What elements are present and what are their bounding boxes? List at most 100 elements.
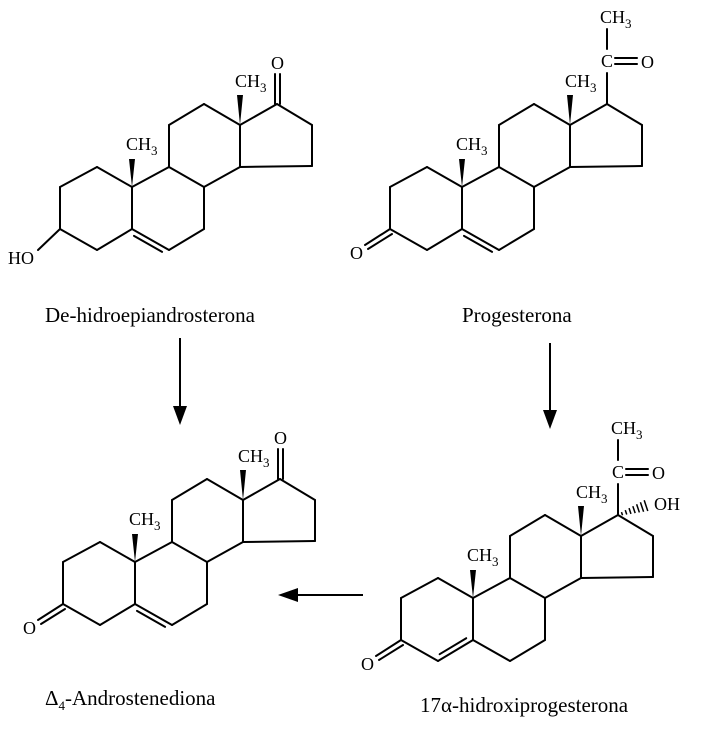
bond-c14-c8	[206, 541, 244, 563]
wedge-bond-c19	[470, 570, 476, 598]
keto-c17-label: O	[274, 428, 287, 448]
keto-c3-label: O	[350, 243, 363, 263]
bond-c6-c5	[461, 228, 500, 251]
bond-c10-c9	[134, 541, 173, 563]
wedge-bond-c18	[237, 95, 243, 125]
bond-c3-o-double	[367, 233, 393, 250]
methyl-c18-label: CH3	[576, 482, 608, 506]
methyl-c19-label: CH3	[126, 134, 158, 158]
subscript-3: 3	[625, 16, 632, 31]
carbon-c20-label: C	[601, 51, 613, 71]
wedge-bond-c18	[578, 506, 584, 536]
bond-c14-c8	[533, 166, 571, 188]
bond-c1-c2	[389, 166, 428, 188]
bond-c13-c17	[580, 514, 619, 537]
keto-c3-label: O	[361, 654, 374, 674]
bond-c3-c4	[59, 228, 98, 251]
subscript-3: 3	[492, 554, 499, 569]
bond-c10-c1	[99, 541, 136, 563]
methyl-c21-label: CH3	[600, 7, 632, 31]
bond-c11-c12	[509, 514, 546, 537]
hash-line	[643, 500, 649, 512]
subscript-3: 3	[154, 518, 161, 533]
keto-c20-label: O	[652, 463, 665, 483]
subscript-3: 3	[481, 143, 488, 158]
label-progesterone: Progesterona	[462, 303, 572, 327]
bond-c11-c12	[498, 103, 535, 126]
bond-c13-c17	[239, 103, 278, 126]
carbon-c20-label: C	[612, 462, 624, 482]
bond-c3-o	[375, 639, 402, 657]
hash-line	[639, 502, 645, 512]
arrow-dhea-to-androstenedione	[173, 338, 187, 425]
bond-c4-c5	[99, 603, 136, 626]
bond-c1-c2	[400, 577, 439, 599]
bond-c15-c14	[580, 576, 654, 579]
methyl-c18-label: CH3	[235, 71, 267, 95]
bond-c17-c16	[617, 514, 654, 537]
bond-c9-c8	[171, 541, 208, 563]
bond-c10-c1	[437, 577, 474, 599]
subscript-3: 3	[260, 80, 267, 95]
bond-c4-c5	[426, 228, 463, 251]
arrowhead-down-icon	[543, 410, 557, 429]
bond-c7-c6	[168, 228, 205, 251]
bond-c7-c6	[498, 228, 535, 251]
hash-line	[620, 511, 624, 516]
bond-c17-c16	[276, 103, 313, 126]
label-hydroxyprogesterone: 17α-hidroxiprogesterona	[420, 693, 629, 717]
bond-c10-c9	[461, 166, 500, 188]
hash-line	[635, 503, 641, 513]
bond-c3-o	[364, 228, 391, 246]
subscript-3: 3	[590, 80, 597, 95]
arrow-hydroxyprogesterone-to-androstenedione	[278, 588, 363, 602]
wedge-bond-c19	[459, 159, 465, 187]
methyl-c19-label: CH3	[467, 545, 499, 569]
bond-c4-c5	[96, 228, 133, 251]
wedge-bond-c18	[567, 95, 573, 125]
bond-c10-c1	[96, 166, 133, 188]
hash-line	[624, 509, 628, 515]
double-bond-c5-c6	[135, 609, 167, 628]
subscript-3: 3	[263, 455, 270, 470]
hashed-bond-c17-oh	[620, 500, 649, 516]
bond-c9-c8	[509, 577, 546, 599]
bond-c6-c5	[134, 603, 173, 626]
bond-c15-c14	[569, 165, 643, 168]
double-bond-c5-c6	[462, 234, 494, 253]
bond-c17-c16	[279, 478, 316, 501]
subscript-3: 3	[636, 427, 643, 442]
bond-c10-c1	[426, 166, 463, 188]
bond-c12-c13	[203, 103, 241, 126]
bond-c12-c13	[206, 478, 244, 501]
hash-line	[628, 507, 632, 515]
bond-c11-c12	[168, 103, 205, 126]
subscript-3: 3	[601, 491, 608, 506]
bond-c4-c5	[437, 639, 474, 662]
arrowhead-down-icon	[173, 406, 187, 425]
bond-c3-o	[37, 603, 64, 621]
bond-c13-c17	[569, 103, 608, 126]
bond-c10-c9	[472, 577, 511, 599]
subscript-3: 3	[151, 143, 158, 158]
bond-c3-o-double	[40, 608, 66, 625]
bond-c15-c14	[242, 540, 316, 543]
bond-c13-c17	[242, 478, 281, 501]
hash-line	[632, 505, 636, 514]
arrowhead-left-icon	[278, 588, 298, 602]
bond-c17-c16	[606, 103, 643, 126]
hydroxyl-c17-label: OH	[654, 494, 680, 514]
double-bond-c5-c6	[132, 234, 164, 253]
hydroxyl-c3-label: HO	[8, 248, 34, 268]
keto-c17-label: O	[271, 53, 284, 73]
label-dhea: De-hidroepiandrosterona	[45, 303, 256, 327]
bond-c3-c4	[62, 603, 101, 626]
bond-c9-c8	[498, 166, 535, 188]
bond-c12-c13	[544, 514, 582, 537]
bond-c3-c4	[400, 639, 439, 662]
double-bond-c4-c5	[438, 637, 468, 656]
